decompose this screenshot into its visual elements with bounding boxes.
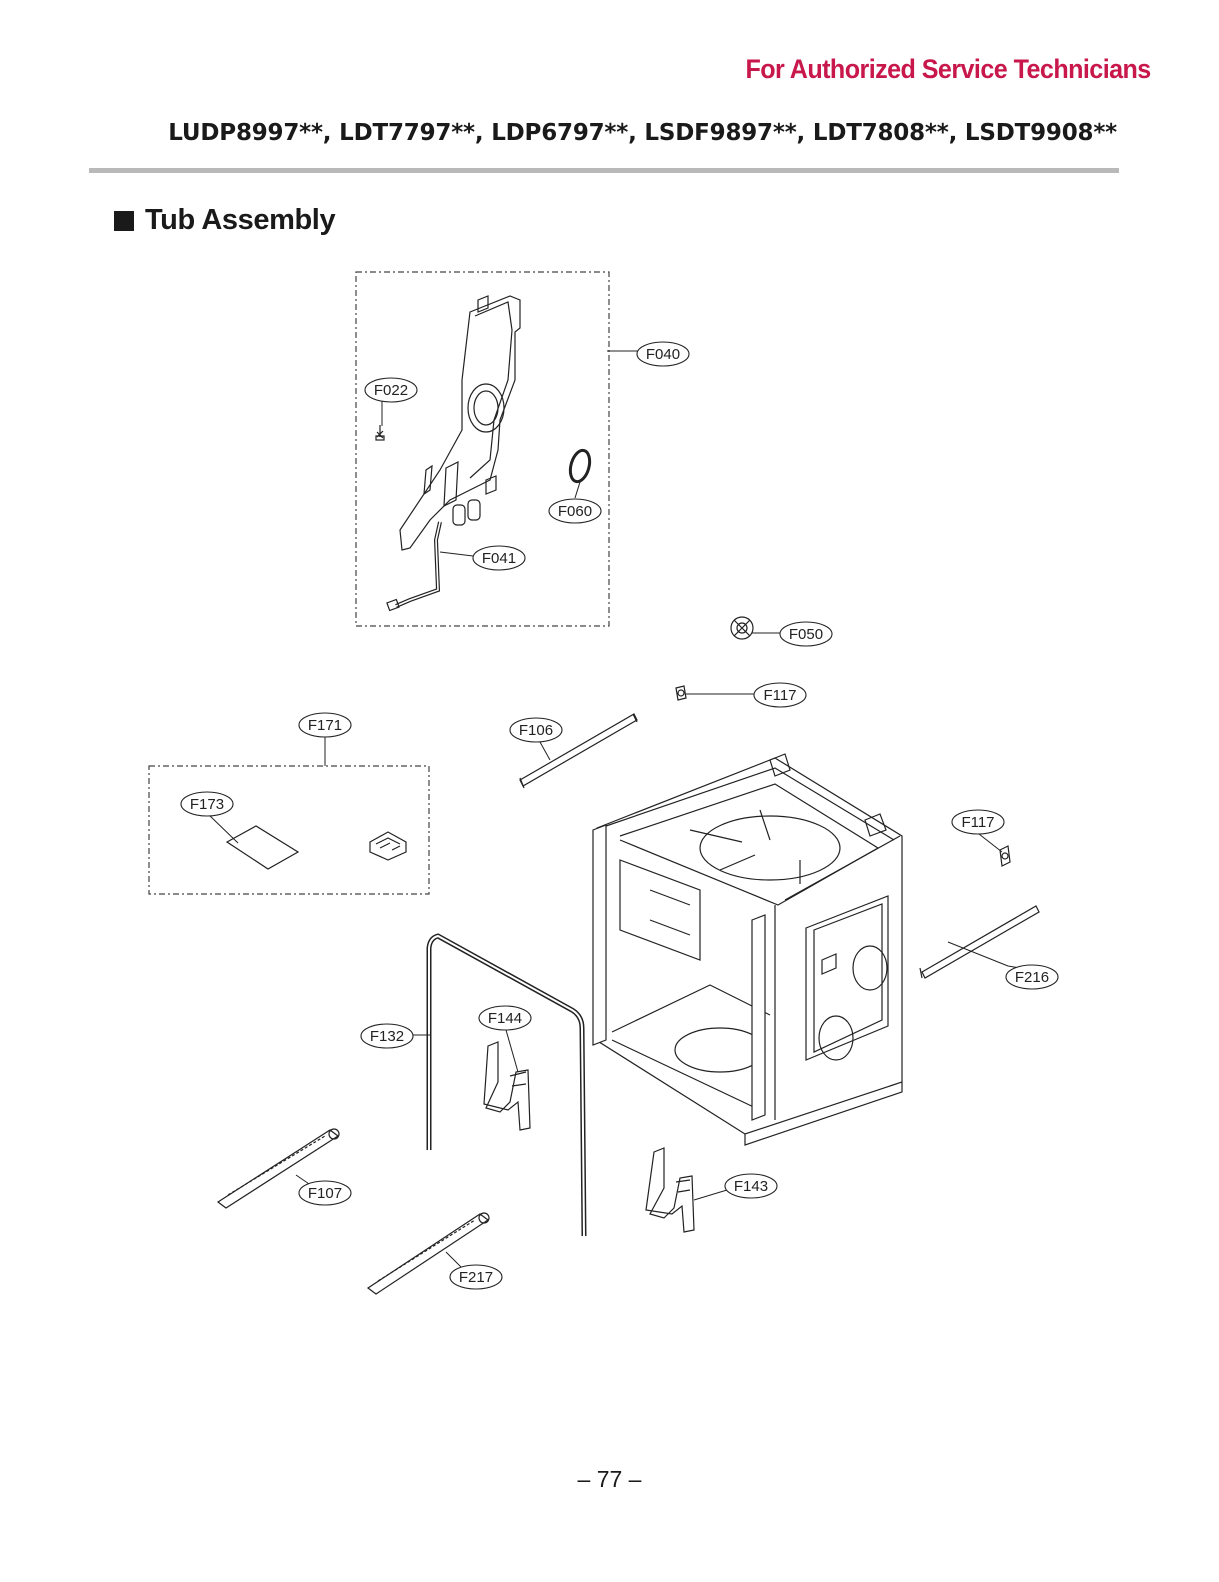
f171-group-box — [149, 766, 429, 894]
page-number: – 77 – — [0, 1466, 1219, 1493]
callout-label: F107 — [308, 1185, 342, 1202]
callout-f050: F050 — [780, 622, 832, 646]
label-sheet-part — [227, 826, 298, 869]
door-gasket-part — [429, 936, 584, 1236]
callout-label: F041 — [482, 550, 516, 567]
callout-f117-top: F117 — [754, 683, 806, 707]
callout-f144: F144 — [479, 1006, 531, 1030]
hinge-part-f144 — [484, 1042, 530, 1130]
sump-panel-part — [400, 296, 520, 550]
callout-f107: F107 — [299, 1181, 351, 1205]
callout-label: F171 — [308, 717, 342, 734]
callout-f217: F217 — [450, 1265, 502, 1289]
callout-f117-right: F117 — [952, 810, 1004, 834]
callout-label: F106 — [519, 722, 553, 739]
clip-part-right — [1000, 846, 1010, 866]
callout-label: F022 — [374, 382, 408, 399]
callout-f060: F060 — [549, 499, 601, 523]
callout-label: F132 — [370, 1028, 404, 1045]
screw-part — [376, 425, 384, 440]
callout-label: F143 — [734, 1178, 768, 1195]
callout-f173: F173 — [181, 792, 233, 816]
clip-part-top — [676, 686, 686, 700]
callout-label: F144 — [488, 1010, 522, 1027]
callout-label: F217 — [459, 1269, 493, 1286]
callout-f022: F022 — [365, 378, 417, 402]
callout-label: F040 — [646, 346, 680, 363]
hinge-part-f143 — [646, 1148, 694, 1232]
callout-f106: F106 — [510, 718, 562, 742]
callout-f041: F041 — [473, 546, 525, 570]
tub-body-part — [593, 754, 902, 1145]
callout-f171: F171 — [299, 713, 351, 737]
vent-part — [731, 617, 753, 639]
o-ring-part — [567, 448, 593, 484]
callout-label: F117 — [961, 814, 994, 831]
callout-f216: F216 — [1006, 965, 1058, 989]
callout-label: F117 — [763, 687, 796, 704]
callout-f132: F132 — [361, 1024, 413, 1048]
callout-f040: F040 — [637, 342, 689, 366]
callout-label: F050 — [789, 626, 823, 643]
hardware-kit-part — [370, 832, 406, 860]
callout-f143: F143 — [725, 1174, 777, 1198]
callout-label: F173 — [190, 796, 224, 813]
callout-label: F216 — [1015, 969, 1049, 986]
callout-label: F060 — [558, 503, 592, 520]
